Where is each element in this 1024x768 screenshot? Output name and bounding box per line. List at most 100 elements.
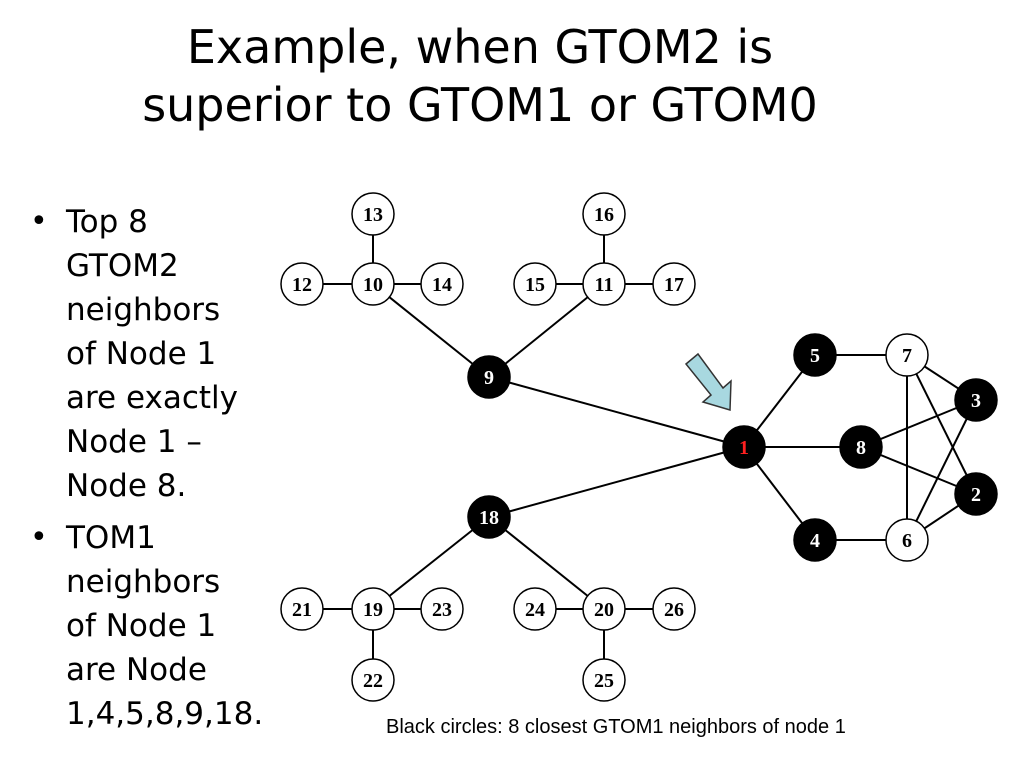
node-25: 25 [582,658,626,702]
node-26: 26 [652,587,696,631]
node-8: 8 [839,425,883,469]
bullet-line: Node 8. [66,468,187,504]
node-circle-8 [839,425,883,469]
node-label-23: 23 [432,599,452,621]
node-circle-4 [793,518,837,562]
node-6: 6 [885,518,929,562]
node-label-4: 4 [810,530,820,552]
node-circle-7 [885,333,929,377]
node-label-17: 17 [664,274,684,296]
node-23: 23 [420,587,464,631]
node-label-5: 5 [810,345,820,367]
node-label-7: 7 [902,345,912,367]
title-line-2: superior to GTOM1 or GTOM0 [142,78,818,132]
node-label-11: 11 [595,274,614,296]
node-circle-21 [280,587,324,631]
edge-18-20 [488,516,605,610]
node-label-25: 25 [594,670,614,692]
pointer-arrow-icon [684,352,732,411]
node-label-6: 6 [902,530,912,552]
node-circle-24 [513,587,557,631]
node-label-10: 10 [363,274,383,296]
node-label-9: 9 [484,367,494,389]
node-circle-25 [582,658,626,702]
bullet-line: 1,4,5,8,9,18. [66,696,264,732]
node-circle-20 [582,587,626,631]
edge-18-19 [372,516,490,610]
node-15: 15 [513,262,557,306]
edge-9-1 [488,376,745,448]
node-circle-1 [722,425,766,469]
bullet-line: Top 8 [66,204,148,240]
node-14: 14 [420,262,464,306]
node-1: 1 [722,425,766,469]
node-circle-17 [652,262,696,306]
bullet-line: GTOM2 [66,248,179,284]
node-9: 9 [467,355,511,399]
node-label-3: 3 [971,390,981,412]
node-10: 10 [351,262,395,306]
edge-1-18 [488,446,745,518]
node-24: 24 [513,587,557,631]
node-label-21: 21 [292,599,312,621]
bullet-dot-icon: • [30,204,48,239]
node-4: 4 [793,518,837,562]
title-line-1: Example, when GTOM2 is [186,20,774,74]
bullet-line: are Node [66,652,207,688]
bullet-list: • Top 8 GTOM2 neighbors of Node 1 are ex… [28,200,328,744]
node-circle-14 [420,262,464,306]
node-7: 7 [885,333,929,377]
node-circle-15 [513,262,557,306]
bullet-line: neighbors [66,564,221,600]
bullet-dot-icon: • [30,520,48,555]
node-circle-2 [954,472,998,516]
node-circle-11 [582,262,626,306]
node-circle-22 [351,658,395,702]
node-label-14: 14 [432,274,452,296]
node-circle-5 [793,333,837,377]
node-circle-13 [351,192,395,236]
node-label-16: 16 [594,204,614,226]
bullet-line: Node 1 – [66,424,202,460]
node-circle-19 [351,587,395,631]
node-label-13: 13 [363,204,383,226]
node-circle-18 [467,495,511,539]
node-12: 12 [280,262,324,306]
node-circle-23 [420,587,464,631]
bullet-line: neighbors [66,292,221,328]
node-2: 2 [954,472,998,516]
bullet-line: TOM1 [66,520,156,556]
node-label-26: 26 [664,599,684,621]
node-circle-16 [582,192,626,236]
node-20: 20 [582,587,626,631]
node-circle-9 [467,355,511,399]
node-19: 19 [351,587,395,631]
node-label-1: 1 [739,437,749,459]
edge-7-2 [906,354,977,495]
node-11: 11 [582,262,626,306]
bullet-line: of Node 1 [66,608,217,644]
node-circle-26 [652,587,696,631]
edge-11-9 [488,283,605,378]
node-label-8: 8 [856,437,866,459]
node-label-15: 15 [525,274,545,296]
node-13: 13 [351,192,395,236]
bullet-text: TOM1 neighbors of Node 1 are Node 1,4,5,… [66,516,328,736]
node-circle-3 [954,378,998,422]
node-3: 3 [954,378,998,422]
node-label-24: 24 [525,599,545,621]
edge-6-3 [906,399,977,541]
diagram-caption: Black circles: 8 closest GTOM1 neighbors… [386,716,846,738]
bullet-text: Top 8 GTOM2 neighbors of Node 1 are exac… [66,200,328,508]
node-circle-12 [280,262,324,306]
bullet-item: • TOM1 neighbors of Node 1 are Node 1,4,… [28,516,328,736]
node-circle-10 [351,262,395,306]
node-label-12: 12 [292,274,312,296]
bullet-line: of Node 1 [66,336,217,372]
node-label-18: 18 [479,507,499,529]
node-label-20: 20 [594,599,614,621]
bullet-item: • Top 8 GTOM2 neighbors of Node 1 are ex… [28,200,328,508]
edge-10-9 [372,283,490,378]
node-17: 17 [652,262,696,306]
